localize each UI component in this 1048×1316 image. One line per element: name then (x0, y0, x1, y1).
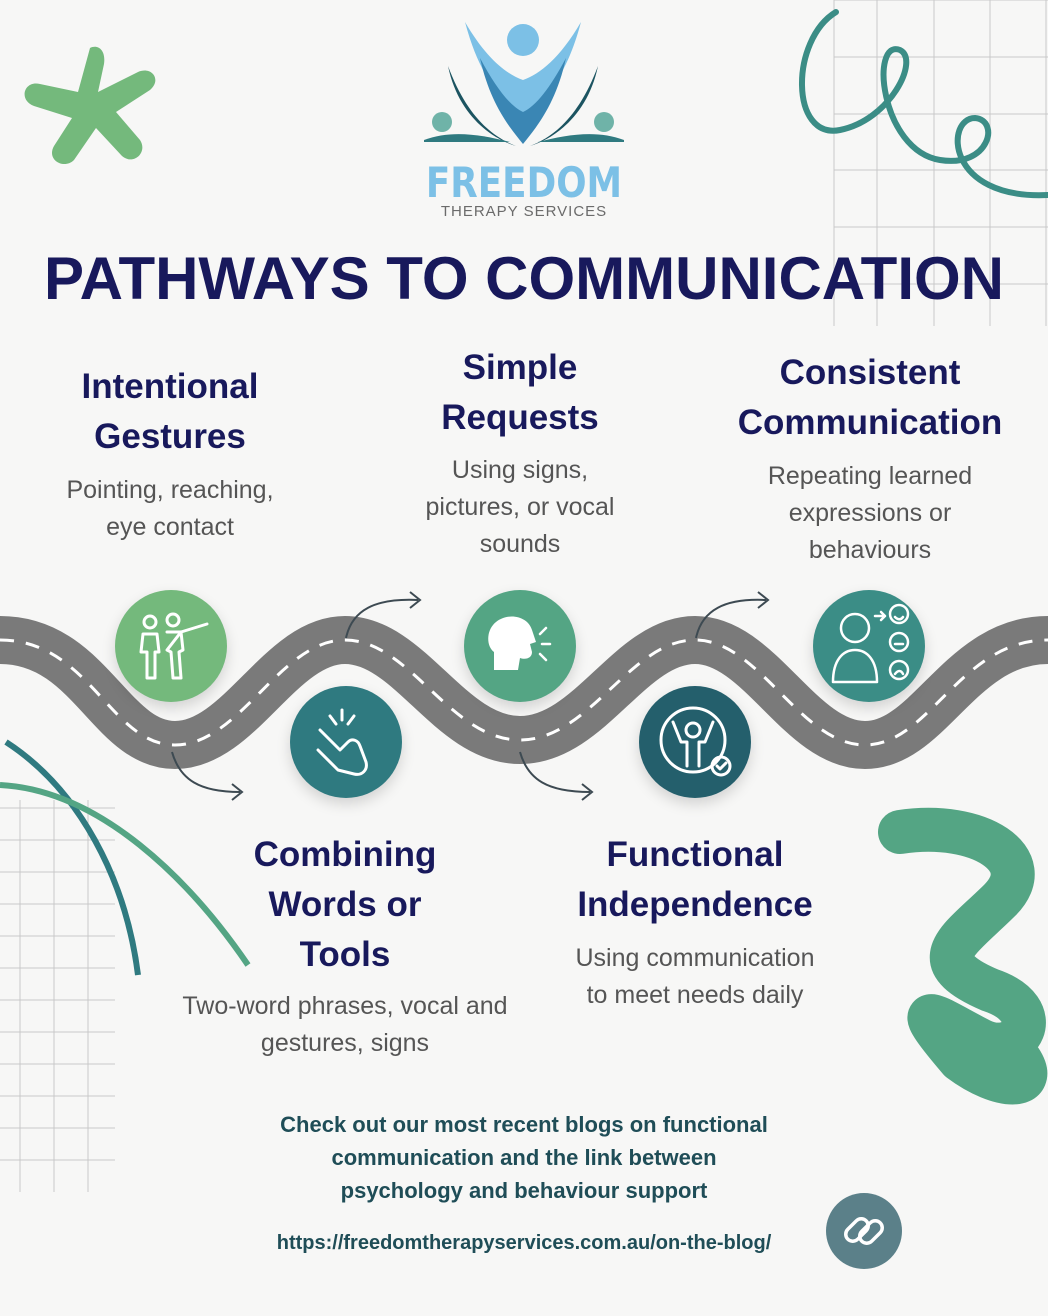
link-button[interactable] (826, 1193, 902, 1269)
blog-call-to-action: Check out our most recent blogs on funct… (280, 1112, 768, 1203)
brand-tagline: THERAPY SERVICES (440, 203, 608, 220)
stage-1-icon-circle (115, 590, 227, 702)
arc-decoration-green (0, 782, 251, 967)
arrow-2 (345, 598, 419, 639)
stage-3-title: Simple Requests (441, 348, 599, 437)
arrow-4 (695, 598, 767, 639)
winding-road (0, 615, 1048, 770)
arrow-1 (171, 751, 241, 793)
pointing-people-icon (139, 612, 209, 680)
people-v-logo-icon (424, 22, 624, 146)
stage-5-description: Repeating learned expressions or behavio… (767, 462, 973, 564)
stage-3-description: Using signs, pictures, or vocal sounds (425, 456, 615, 558)
stage-4-description: Using communication to meet needs daily (575, 944, 815, 1009)
arc-decoration-teal (4, 739, 141, 976)
stage-2-description: Two-word phrases, vocal and gestures, si… (182, 992, 508, 1057)
stage-4-title: Functional Independence (577, 835, 813, 924)
chain-link-icon (844, 1217, 884, 1245)
brand-name: FREEDOM (425, 158, 623, 207)
grid-pattern-top-right (833, 0, 1048, 326)
star-decoration-top-left (24, 46, 156, 165)
person-emotions-icon (831, 603, 910, 684)
stage-2-title: Combining Words or Tools (253, 835, 437, 974)
speaking-head-icon (488, 616, 552, 670)
stage-1-title: Intentional Gestures (81, 367, 259, 456)
cheering-person-icon (659, 706, 732, 777)
page-title: PATHWAYS TO COMMUNICATION (44, 245, 1004, 312)
hand-gesture-icon (316, 708, 368, 776)
squiggle-decoration-top-right (799, 9, 1048, 199)
blog-url-link[interactable]: https://freedomtherapyservices.com.au/on… (276, 1232, 772, 1254)
grid-pattern-bottom-left (0, 800, 115, 1192)
stage-5-icon-circle (813, 590, 925, 702)
stage-1-description: Pointing, reaching, eye contact (66, 476, 274, 541)
arrow-3 (519, 751, 591, 793)
stage-5-title: Consistent Communication (737, 353, 1003, 442)
stage-2-icon-circle (290, 686, 402, 798)
progress-arrows (171, 591, 770, 801)
stage-4-icon-circle (639, 686, 751, 798)
stage-3-icon-circle (464, 590, 576, 702)
zigzag-decoration-bottom-right (878, 807, 1048, 1105)
